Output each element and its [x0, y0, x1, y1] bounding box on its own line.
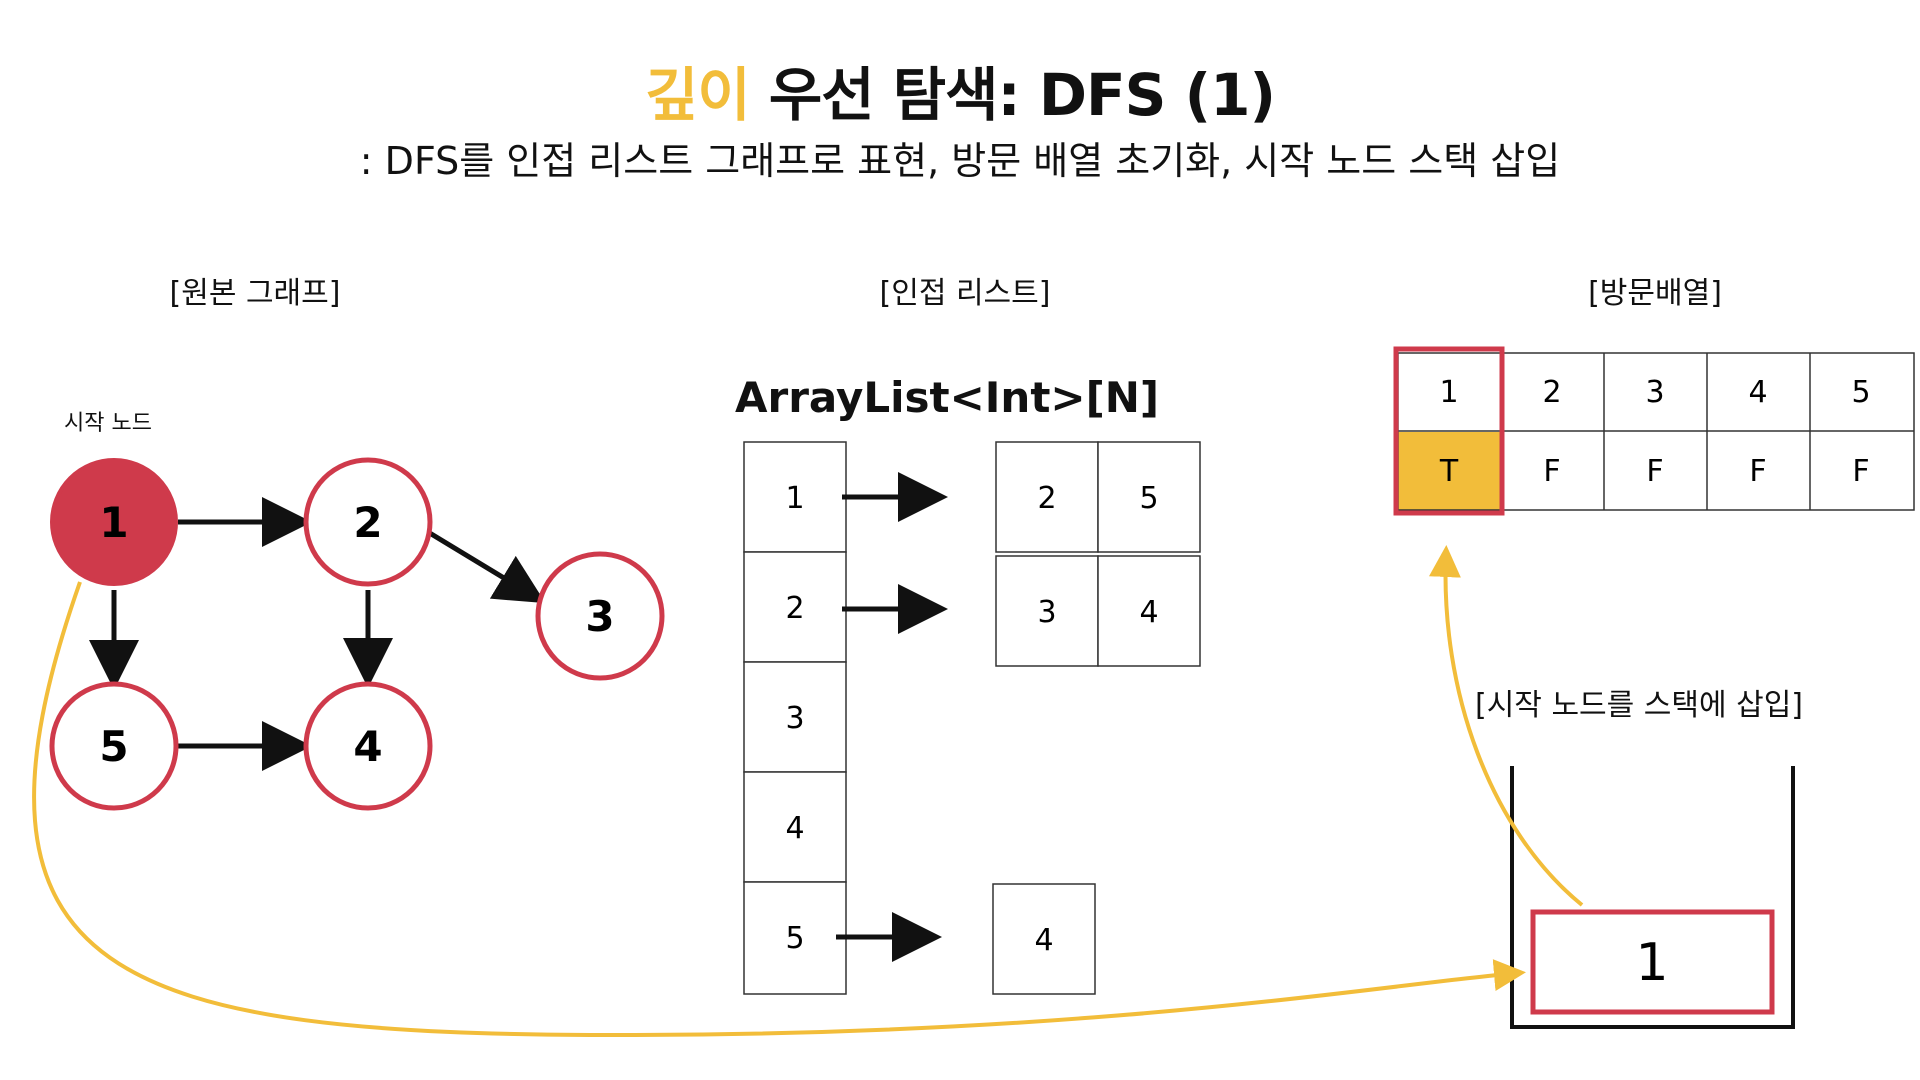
- edge-2-3: [426, 529, 546, 604]
- graph-section-label: [원본 그래프]: [169, 276, 341, 311]
- node-label: 3: [585, 592, 614, 641]
- graph-node-2: 2: [303, 457, 433, 587]
- visited-value-5: F: [1852, 454, 1869, 489]
- neighbor-cell: 4: [1034, 923, 1053, 958]
- graph-node-5: 5: [49, 681, 179, 811]
- graph-node-4: 4: [303, 681, 433, 811]
- visited-index-1: 1: [1439, 375, 1458, 410]
- neighbor-cell: 3: [1037, 595, 1056, 630]
- visited-value-3: F: [1646, 454, 1663, 489]
- visited-index-3: 3: [1645, 375, 1664, 410]
- adjacency-index-2: 2: [785, 591, 804, 626]
- title-rest: 우선 탐색: DFS (1): [749, 61, 1276, 129]
- adjacency-index-5: 5: [785, 921, 804, 956]
- adjacency-neighbors-5: 4: [992, 883, 1096, 995]
- page-title: 깊이 우선 탐색: DFS (1): [0, 48, 1920, 132]
- node-label: 5: [99, 722, 128, 771]
- stack-push-label: [시작 노드를 스택에 삽입]: [1475, 688, 1804, 723]
- visited-value-2: F: [1543, 454, 1560, 489]
- stack-to-visited-arrow: [1428, 545, 1584, 907]
- neighbor-cell: 4: [1139, 595, 1158, 630]
- visited-section-label: [방문배열]: [1588, 276, 1722, 311]
- neighbor-cell: 5: [1139, 481, 1158, 516]
- node-label: 1: [99, 498, 128, 547]
- page-subtitle: : DFS를 인접 리스트 그래프로 표현, 방문 배열 초기화, 시작 노드 …: [359, 139, 1561, 183]
- adjacency-arrows: [836, 472, 948, 962]
- title-accent: 깊이: [644, 61, 751, 129]
- neighbor-cell: 2: [1037, 481, 1056, 516]
- visited-value-4: F: [1749, 454, 1766, 489]
- adjacency-index-3: 3: [785, 701, 804, 736]
- node-label: 4: [353, 722, 382, 771]
- start-to-stack-arrow: [32, 581, 1526, 1038]
- adjacency-list-type: ArrayList<Int>[N]: [735, 373, 1160, 422]
- stack: 1: [1510, 766, 1795, 1029]
- visited-index-5: 5: [1851, 375, 1870, 410]
- graph-node-3: 3: [535, 551, 665, 681]
- visited-highlight: [1393, 346, 1505, 516]
- graph-edges: [89, 497, 546, 771]
- adjacency-index-column: 1 2 3 4 5: [743, 441, 847, 995]
- visited-value-1: T: [1439, 454, 1459, 489]
- node-label: 2: [353, 498, 382, 547]
- start-node-label: 시작 노드: [64, 411, 152, 436]
- visited-index-4: 4: [1748, 375, 1767, 410]
- stack-item-label: 1: [1635, 933, 1668, 993]
- visited-array: 1 2 3 4 5 T F F F F: [1393, 346, 1915, 516]
- adjacency-section-label: [인접 리스트]: [879, 276, 1051, 311]
- graph-node-1: 1: [50, 458, 178, 586]
- adjacency-neighbors-2: 3 4: [995, 555, 1201, 667]
- adjacency-index-1: 1: [785, 481, 804, 516]
- visited-index-2: 2: [1542, 375, 1561, 410]
- adjacency-index-4: 4: [785, 811, 804, 846]
- adjacency-neighbors-1: 2 5: [995, 441, 1201, 553]
- stack-item: [1530, 909, 1775, 1015]
